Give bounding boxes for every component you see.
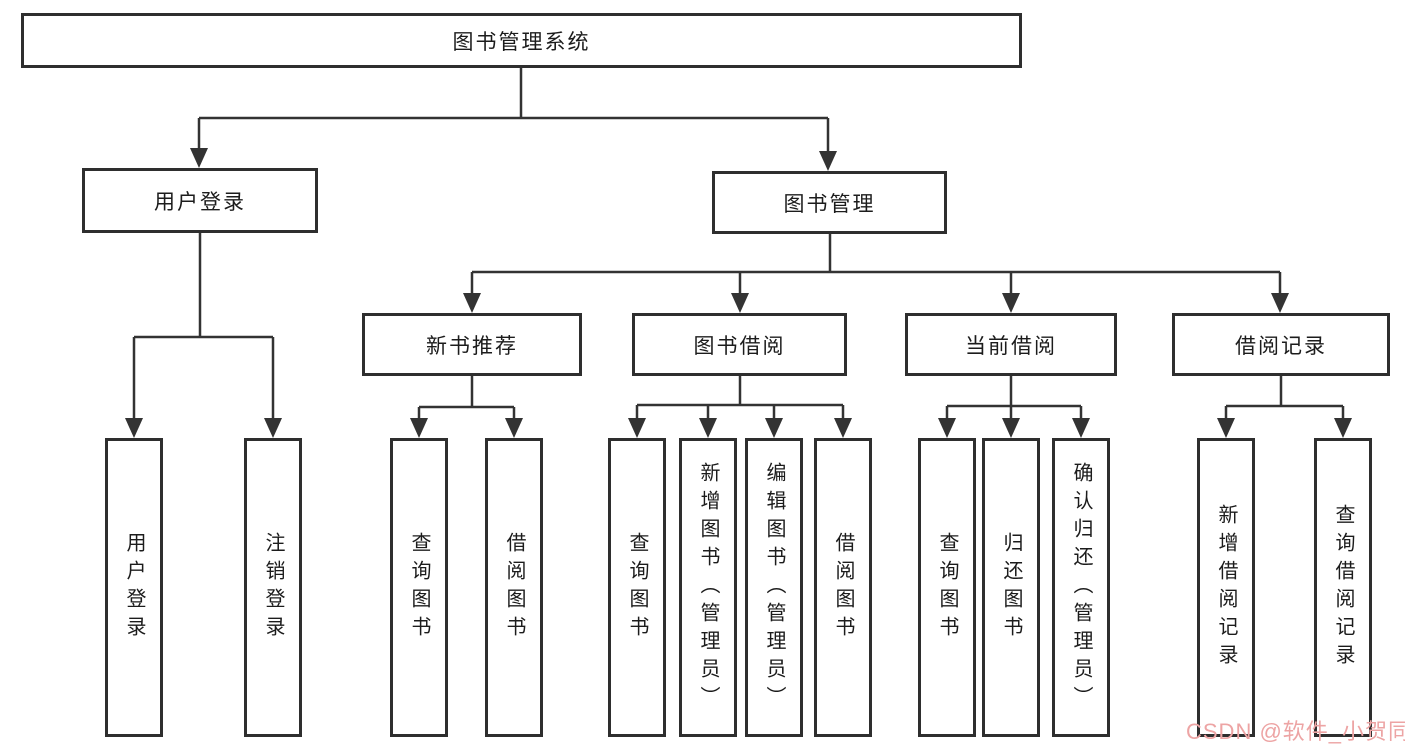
leaf-edit-books-admin: 编辑图书（管理员） [745, 438, 803, 737]
connector-root-to-level2 [197, 68, 830, 153]
arrowhead [505, 418, 523, 438]
leaf-add-books-admin: 新增图书（管理员） [679, 438, 737, 737]
arrowhead [463, 293, 481, 313]
arrowhead [410, 418, 428, 438]
arrowhead [1217, 418, 1235, 438]
node-new-book-recommendation: 新书推荐 [362, 313, 582, 376]
node-current-borrowing: 当前借阅 [905, 313, 1117, 376]
connector-newbook-to-leaves [417, 376, 516, 420]
arrowhead [1072, 418, 1090, 438]
connector-records-to-leaves [1224, 376, 1345, 420]
leaf-query-books: 查询图书 [390, 438, 448, 737]
arrowhead [190, 148, 208, 168]
leaf-borrow-books: 借阅图书 [814, 438, 872, 737]
node-book-management: 图书管理 [712, 171, 947, 234]
leaf-logout: 注销登录 [244, 438, 302, 737]
arrowhead [628, 418, 646, 438]
node-borrowing-records: 借阅记录 [1172, 313, 1390, 376]
arrowhead [1002, 418, 1020, 438]
leaf-borrow-books: 借阅图书 [485, 438, 543, 737]
arrowhead [264, 418, 282, 438]
node-book-borrowing: 图书借阅 [632, 313, 847, 376]
arrowhead [1002, 293, 1020, 313]
leaf-user-login: 用户登录 [105, 438, 163, 737]
leaf-return-books: 归还图书 [982, 438, 1040, 737]
leaf-query-books: 查询图书 [918, 438, 976, 737]
connector-current-to-leaves [945, 376, 1083, 420]
arrowhead [699, 418, 717, 438]
arrowhead [834, 418, 852, 438]
arrowhead [819, 151, 837, 171]
arrowhead [938, 418, 956, 438]
arrowhead [1334, 418, 1352, 438]
arrowhead [765, 418, 783, 438]
connector-borrow-to-leaves [635, 376, 845, 420]
node-user-login: 用户登录 [82, 168, 318, 233]
csdn-watermark: CSDN @软件_小贺同学 [1186, 719, 1405, 744]
node-library-management-system: 图书管理系统 [21, 13, 1022, 68]
arrowhead [1271, 293, 1289, 313]
arrowhead [731, 293, 749, 313]
leaf-add-borrow-record: 新增借阅记录 [1197, 438, 1255, 737]
leaf-query-borrow-record: 查询借阅记录 [1314, 438, 1372, 737]
leaf-confirm-return-admin: 确认归还（管理员） [1052, 438, 1110, 737]
connector-mgmt-to-level3 [470, 234, 1282, 295]
arrowhead [125, 418, 143, 438]
leaf-query-books: 查询图书 [608, 438, 666, 737]
connector-login-to-leaves [132, 233, 275, 420]
